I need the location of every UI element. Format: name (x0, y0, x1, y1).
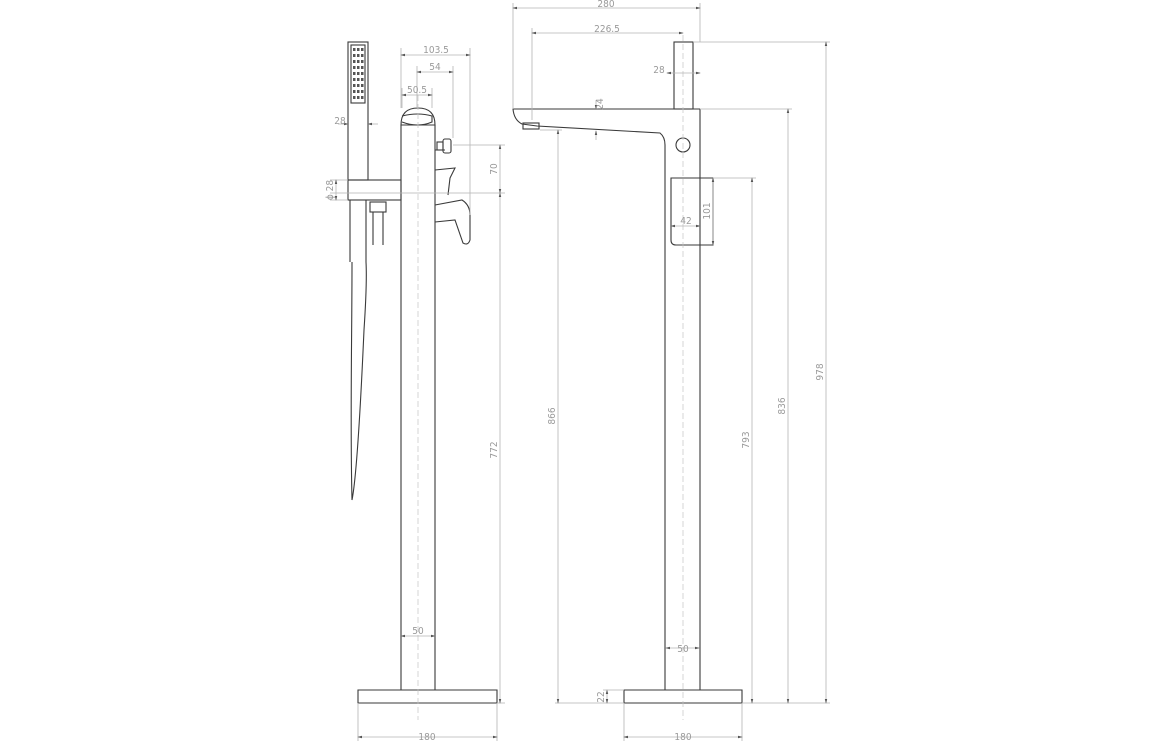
spray-nozzle (353, 84, 356, 87)
dim-label: 836 (777, 397, 788, 414)
shower-holder-bracket (347, 179, 402, 201)
spray-nozzle (353, 90, 356, 93)
spray-nozzle (353, 60, 356, 63)
spray-nozzle (357, 48, 360, 51)
dim-label: 50.5 (407, 85, 427, 96)
spray-nozzle (353, 54, 356, 57)
spray-nozzle (357, 84, 360, 87)
spray-nozzle (357, 78, 360, 81)
spray-nozzle (353, 48, 356, 51)
spray-nozzle (353, 78, 356, 81)
spray-nozzle (357, 66, 360, 69)
spray-nozzle (353, 72, 356, 75)
shower-hose (349, 200, 387, 501)
spray-nozzle (361, 66, 364, 69)
spray-nozzle (357, 90, 360, 93)
spray-nozzle (361, 78, 364, 81)
spray-nozzle (357, 72, 360, 75)
dim-label: 180 (418, 732, 435, 742)
dim-label: 180 (674, 732, 691, 742)
dim-label: 772 (489, 441, 500, 458)
dim-label: 54 (429, 62, 441, 73)
spray-nozzle (361, 96, 364, 99)
side-view: 103.5 54 50.5 28 ϕ 28 70 772 50 180 (325, 41, 505, 742)
dim-label: 280 (597, 0, 614, 10)
dim-label: 226.5 (594, 24, 620, 35)
spray-nozzle (357, 60, 360, 63)
dim-label: 24 (595, 98, 606, 110)
spray-nozzle (353, 66, 356, 69)
dim-label: 28 (653, 65, 665, 76)
spray-nozzle-grid (353, 48, 364, 99)
spray-nozzle (357, 54, 360, 57)
front-dimensions: 280 226.5 28 24 101 42 866 793 836 978 5… (512, 0, 830, 742)
spray-nozzle (361, 60, 364, 63)
dim-label: 793 (741, 431, 752, 448)
side-dimensions: 103.5 54 50.5 28 ϕ 28 70 772 50 180 (325, 45, 505, 742)
spray-nozzle (361, 48, 364, 51)
spray-nozzle (361, 54, 364, 57)
spray-nozzle (361, 84, 364, 87)
dim-label: 50 (412, 626, 424, 637)
spray-nozzle (357, 96, 360, 99)
spray-nozzle (353, 96, 356, 99)
dim-label: 103.5 (423, 45, 449, 56)
dim-label: 42 (680, 216, 691, 227)
dim-label: 22 (596, 691, 607, 702)
dim-label: ϕ 28 (325, 180, 336, 201)
bath-filler-body (512, 41, 743, 704)
front-view: 280 226.5 28 24 101 42 866 793 836 978 5… (512, 0, 830, 742)
dim-label: 978 (815, 363, 826, 380)
dim-label: 866 (547, 407, 558, 424)
dim-label: 101 (702, 202, 713, 219)
hand-shower (347, 41, 369, 181)
spray-nozzle (361, 72, 364, 75)
dim-label: 28 (334, 116, 346, 127)
dim-label: 70 (489, 163, 500, 175)
spray-nozzle (361, 90, 364, 93)
dim-label: 50 (677, 644, 689, 655)
mixer-body (357, 107, 498, 704)
